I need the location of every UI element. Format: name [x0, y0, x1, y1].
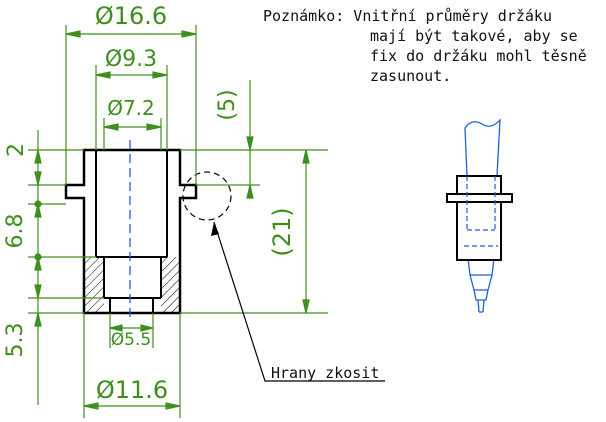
chamfer-detail-circle: [182, 171, 232, 221]
holder-small: [446, 175, 513, 261]
callout-label: Hrany zkosit: [271, 364, 379, 382]
dim-d-inner: Ø9.3: [105, 47, 157, 72]
note-block: Poznámko: Vnitřní průměry držáku mají bý…: [263, 7, 587, 85]
assembly-sketch: [446, 118, 513, 313]
bore-step: [103, 257, 162, 299]
hatch-left: [84, 257, 104, 313]
chamfer-callout: Hrany zkosit: [211, 221, 385, 382]
holder-section: [64, 148, 198, 315]
note-line-3: fix do držáku mohl těsně: [370, 47, 587, 65]
pen-hidden: [464, 176, 498, 247]
note-line-4: zasunout.: [370, 67, 451, 85]
dim-h-6-8: 6.8: [3, 214, 28, 249]
hatch-right: [161, 257, 180, 313]
dim-d-hole: Ø5.5: [111, 330, 151, 350]
note-line-1: Poznámko: Vnitřní průměry držáku: [263, 7, 552, 25]
dim-h-total: (21): [268, 207, 296, 256]
dimension-lines: [28, 25, 328, 418]
note-line-2: mají být takové, aby se: [370, 27, 578, 45]
dim-h-5-3: 5.3: [3, 323, 28, 358]
dim-d-outer: Ø16.6: [95, 2, 167, 30]
bottom-hole: [109, 298, 154, 313]
inner-bore: [95, 150, 168, 258]
dim-h-top: (5): [215, 89, 240, 120]
dim-h-2: 2: [4, 143, 29, 157]
dim-d-bore: Ø7.2: [107, 96, 155, 120]
dim-d-base: Ø11.6: [96, 376, 168, 404]
